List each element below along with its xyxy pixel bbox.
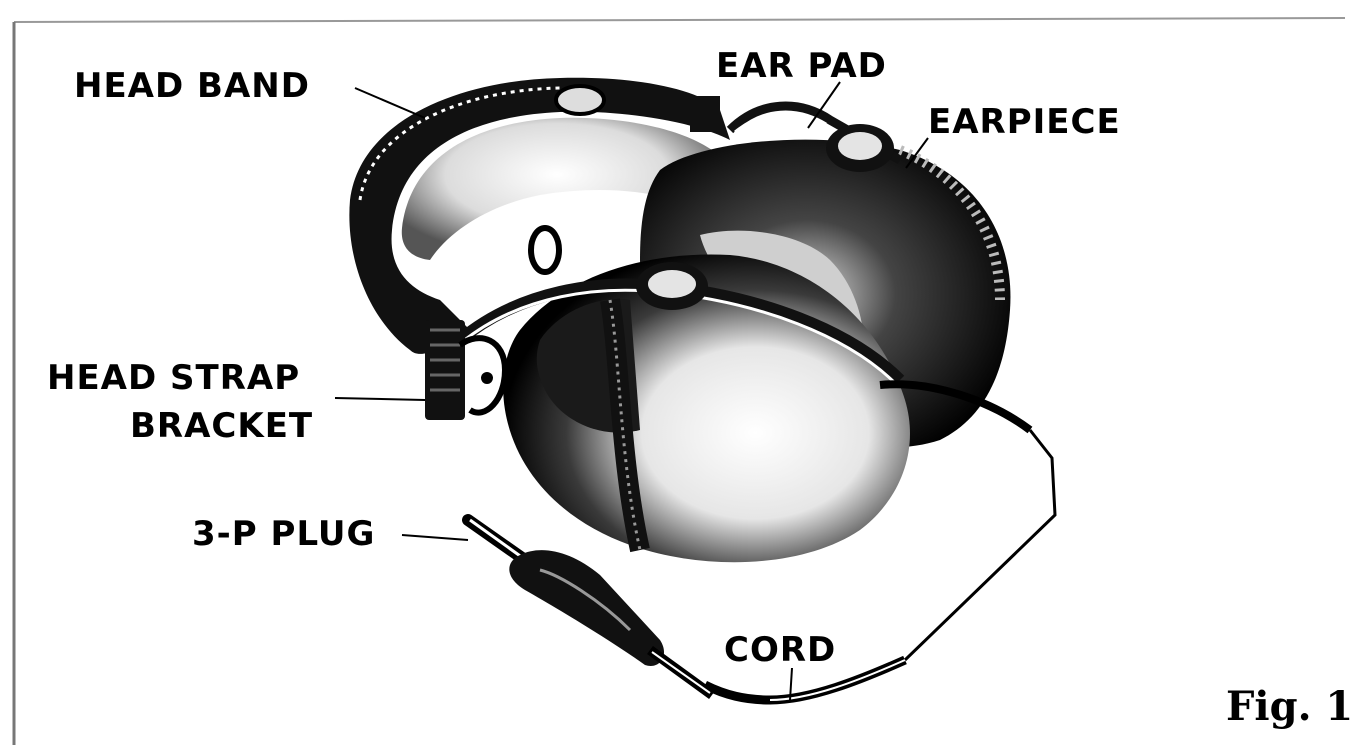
label-earpiece: EARPIECE xyxy=(928,102,1121,142)
label-plug: 3-P PLUG xyxy=(192,514,375,554)
label-cord: CORD xyxy=(724,630,836,670)
leader-head-strap xyxy=(335,398,425,400)
figure-label: Fig. 1 xyxy=(1226,683,1353,730)
head-strap-bracket xyxy=(425,320,505,420)
label-head-strap-line2: BRACKET xyxy=(130,406,313,446)
label-head-strap-line1: HEAD STRAP xyxy=(47,358,300,398)
label-head-band: HEAD BAND xyxy=(74,66,310,106)
leader-head-band xyxy=(355,88,425,118)
label-ear-pad: EAR PAD xyxy=(716,46,887,86)
leader-plug xyxy=(402,535,468,540)
